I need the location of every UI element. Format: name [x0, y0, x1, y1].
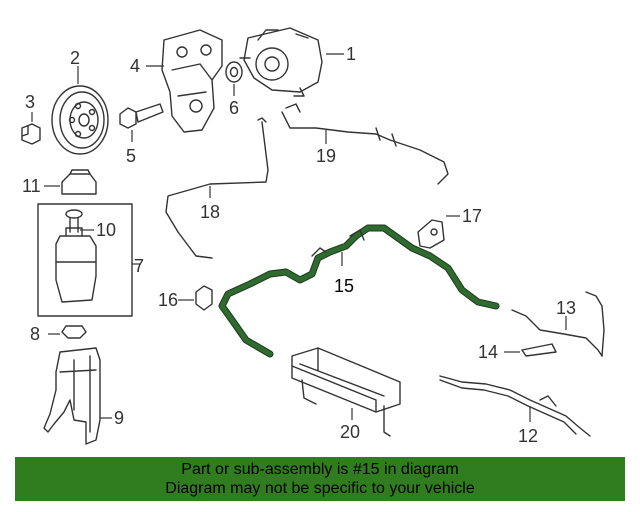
part-13-hose[interactable]: [511, 291, 605, 357]
callout-10[interactable]: 10: [96, 220, 116, 240]
part-1-power-steering-pump[interactable]: [239, 27, 323, 97]
callout-8[interactable]: 8: [30, 324, 40, 344]
callout-16[interactable]: 16: [158, 290, 178, 310]
info-banner: Part or sub-assembly is #15 in diagram D…: [15, 457, 625, 501]
callout-3[interactable]: 3: [25, 92, 35, 112]
part-17-clip[interactable]: [417, 219, 445, 249]
part-4-bracket[interactable]: [161, 29, 223, 133]
part-7-reservoir-assembly-frame[interactable]: [37, 203, 133, 317]
part-9-support-bracket[interactable]: [43, 347, 101, 445]
part-10-dipstick-cap[interactable]: [65, 209, 83, 233]
banner-line-disclaimer: Diagram may not be specific to your vehi…: [165, 480, 475, 497]
part-16-clip[interactable]: [195, 285, 213, 311]
part-18-pipe[interactable]: [165, 117, 269, 259]
callout-1[interactable]: 1: [346, 44, 356, 64]
part-5-bolt[interactable]: [119, 103, 164, 129]
callout-15[interactable]: 15: [334, 276, 354, 296]
callout-7[interactable]: 7: [134, 256, 144, 276]
callout-18[interactable]: 18: [200, 202, 220, 222]
callout-13[interactable]: 13: [556, 298, 576, 318]
part-8-grommet[interactable]: [61, 325, 87, 339]
part-15-pressure-hose[interactable]: [218, 224, 500, 358]
callout-17[interactable]: 17: [462, 206, 482, 226]
callout-9[interactable]: 9: [114, 408, 124, 428]
part-11-reservoir-cap[interactable]: [61, 169, 97, 195]
part-3-bolt[interactable]: [21, 123, 41, 145]
callout-5[interactable]: 5: [126, 146, 136, 166]
callout-12[interactable]: 12: [518, 426, 538, 446]
part-14-clip[interactable]: [521, 343, 557, 357]
banner-line-part-info: Part or sub-assembly is #15 in diagram: [181, 461, 459, 478]
part-20-cooler[interactable]: [291, 347, 401, 437]
callout-14[interactable]: 14: [478, 342, 498, 362]
callout-19[interactable]: 19: [316, 146, 336, 166]
part-12-hose[interactable]: [439, 375, 591, 437]
callout-2[interactable]: 2: [70, 48, 80, 68]
callout-20[interactable]: 20: [340, 422, 360, 442]
callout-4[interactable]: 4: [130, 56, 140, 76]
callout-11[interactable]: 11: [22, 176, 41, 196]
part-19-hose[interactable]: [281, 103, 449, 185]
part-6-nut[interactable]: [225, 61, 243, 83]
callout-6[interactable]: 6: [229, 98, 239, 118]
parts-diagram: 1 2 3 4 5 6: [21, 27, 605, 446]
part-2-pulley[interactable]: [51, 85, 109, 155]
part-7-reservoir[interactable]: [55, 227, 97, 303]
